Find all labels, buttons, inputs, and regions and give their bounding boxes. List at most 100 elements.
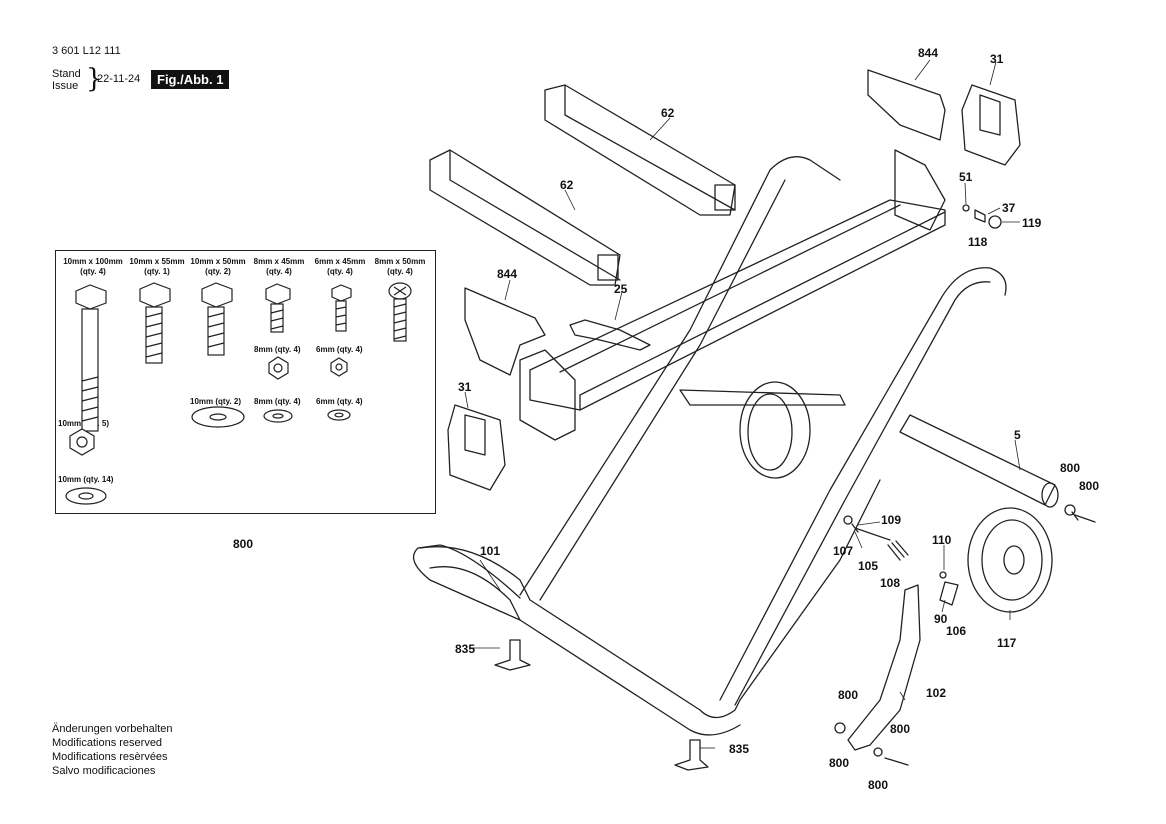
nut-800c	[834, 722, 846, 734]
bolt-icon	[265, 283, 291, 305]
frame-rear-leg	[719, 267, 1007, 701]
bolt-37	[974, 209, 986, 223]
clamp-31b	[447, 404, 506, 491]
foot-835b	[674, 739, 709, 771]
kit-item-bolt-10x55: 10mm x 55mm(qty. 1)	[129, 257, 185, 276]
washer-107	[843, 515, 853, 525]
bolt-800-axle	[1071, 511, 1096, 523]
linkage-25	[569, 319, 651, 351]
document-number: 3 601 L12 111	[52, 45, 121, 57]
strut	[679, 389, 846, 406]
callout-105: 105	[858, 559, 879, 573]
bolt-icon	[201, 282, 233, 308]
callout-5: 5	[1014, 428, 1021, 442]
pin-105	[851, 523, 891, 541]
stand-label: Stand	[52, 68, 81, 80]
kit-item-washer-10: 10mm (qty. 2)	[190, 397, 241, 406]
callout-800-bracket-nut: 800	[829, 756, 850, 770]
extension-arm-62b	[429, 149, 621, 286]
kit-item-bolt-6x45: 6mm x 45mm(qty. 4)	[314, 257, 366, 276]
callout-109: 109	[881, 513, 902, 527]
clamp-31a	[961, 84, 1021, 166]
callout-101: 101	[480, 544, 501, 558]
frame-rear-leg-b	[734, 281, 991, 706]
issue-date: 22-11-24	[97, 73, 141, 85]
main-rail	[529, 199, 946, 411]
washer-800d	[873, 747, 883, 757]
kit-item-bolt-8x45: 8mm x 45mm(qty. 4)	[253, 257, 305, 276]
callout-31-top: 31	[990, 52, 1004, 66]
kit-item-washer-6: 6mm (qty. 4)	[316, 397, 363, 406]
wheel-117	[967, 507, 1053, 613]
leg-bracket-102	[847, 584, 921, 751]
stop-844a	[867, 69, 946, 141]
callout-800-bracket-top: 800	[838, 688, 859, 702]
callout-835-lower: 835	[729, 742, 750, 756]
callout-800-bracket-bolt: 800	[890, 722, 911, 736]
callout-800-axle-bolt: 800	[1079, 479, 1100, 493]
handle-101	[412, 544, 521, 621]
modification-notes: Änderungen vorbehalten Modifications res…	[52, 722, 172, 778]
callout-119: 119	[1022, 216, 1042, 230]
callout-117: 117	[997, 636, 1017, 650]
callout-102: 102	[926, 686, 947, 700]
main-rail-top	[559, 204, 901, 373]
frame-front-leg-b	[539, 179, 786, 601]
foot-835a	[494, 639, 531, 671]
frame-left-tube	[419, 479, 881, 719]
callout-62-top: 62	[661, 106, 675, 120]
callout-25: 25	[614, 282, 628, 296]
kit-item-bolt-10x50: 10mm x 50mm(qty. 2)	[190, 257, 246, 276]
extension-arm-62a-b	[564, 84, 736, 211]
callout-62-lower: 62	[560, 178, 574, 192]
extension-arm-62b-b	[449, 149, 621, 281]
note-en: Modifications reserved	[52, 737, 163, 749]
callout-90: 90	[934, 612, 948, 626]
rail-end-right	[894, 149, 946, 231]
figure-tag: Fig./Abb. 1	[151, 70, 230, 89]
washer-51	[962, 204, 970, 212]
bolt-icon	[331, 284, 352, 302]
issue-label: Issue	[52, 80, 79, 92]
frame-front-leg	[519, 156, 841, 596]
axle-5	[899, 414, 1056, 506]
callout-51: 51	[959, 170, 973, 184]
callout-108: 108	[880, 576, 901, 590]
main-rail-side	[579, 211, 946, 411]
callout-110: 110	[932, 533, 952, 547]
kit-item-washer-10b: 10mm (qty. 14)	[58, 475, 114, 484]
extension-arm-62a	[544, 84, 736, 216]
stand-issue-label: Stand Issue	[52, 68, 81, 92]
brace-glyph: }	[86, 64, 103, 94]
rail-end-left	[519, 349, 576, 441]
center-wheel	[739, 381, 811, 479]
kit-item-nut-6: 6mm (qty. 4)	[316, 345, 363, 354]
spring-108	[887, 540, 909, 561]
callout-800-bracket-washer: 800	[868, 778, 889, 792]
bolt-800e	[884, 757, 909, 766]
bolt-icon	[75, 284, 107, 310]
callout-844-top: 844	[918, 46, 939, 60]
note-de: Änderungen vorbehalten	[52, 723, 173, 735]
callout-37: 37	[1002, 201, 1016, 215]
kit-item-nut-8: 8mm (qty. 4)	[254, 345, 301, 354]
frame-left-tube-inner	[429, 566, 741, 736]
note-es: Salvo modificaciones	[52, 765, 156, 777]
callout-kit-800: 800	[233, 537, 254, 551]
callout-835-upper: 835	[455, 642, 476, 656]
callout-107: 107	[833, 544, 854, 558]
kit-item-washer-8: 8mm (qty. 4)	[254, 397, 301, 406]
latch-106	[939, 581, 959, 606]
note-fr: Modifications resèrvées	[52, 751, 168, 763]
callout-31-left: 31	[458, 380, 472, 394]
callout-844-left: 844	[497, 267, 518, 281]
hardware-kit-box: 10mm x 100mm(qty. 4) 10mm x 55mm(qty. 1)…	[55, 250, 436, 514]
kit-item-screw-8x50: 8mm x 50mm(qty. 4)	[374, 257, 426, 276]
callout-118: 118	[968, 235, 988, 249]
kit-item-bolt-10x100: 10mm x 100mm(qty. 4)	[63, 257, 123, 276]
knob-119	[988, 215, 1002, 229]
washer-110	[939, 571, 947, 579]
callout-106: 106	[946, 624, 967, 638]
bolt-icon	[139, 282, 171, 308]
